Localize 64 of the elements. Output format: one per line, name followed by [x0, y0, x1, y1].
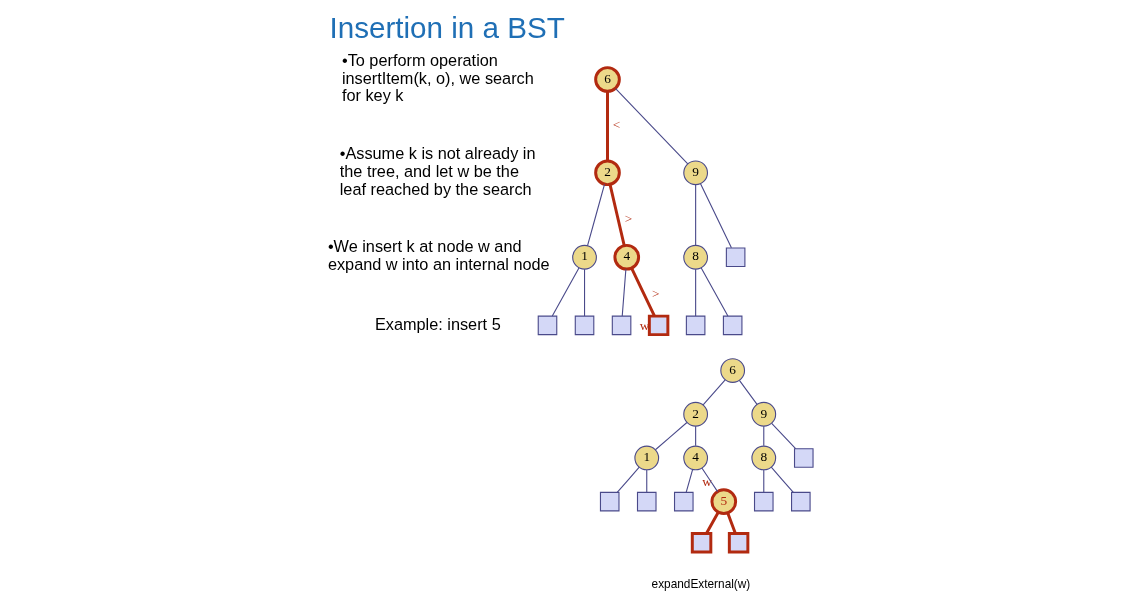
node-box — [753, 491, 774, 512]
node-circle: 1 — [572, 244, 597, 270]
label: Example: insert 5 — [374, 314, 501, 333]
label: •Assume k is not already in the tree, and let w be the leaf reached by the search — [339, 144, 536, 198]
connector — [551, 267, 580, 317]
node-box — [673, 491, 694, 512]
node-box — [685, 315, 706, 336]
connector — [726, 512, 737, 534]
connector — [621, 268, 627, 317]
node-circle: 8 — [683, 244, 709, 270]
connector — [701, 467, 719, 493]
connector — [763, 469, 765, 493]
connector — [685, 469, 694, 493]
label: •To perform operation insertItem(k, o), we search for key k — [341, 50, 534, 105]
node-box — [791, 491, 811, 512]
node-box — [647, 314, 670, 337]
node-box — [636, 491, 657, 512]
node-box — [690, 532, 713, 554]
node-box — [722, 315, 743, 336]
node-circle: 4 — [683, 445, 709, 471]
node-circle: 9 — [751, 401, 777, 427]
node-box — [793, 448, 814, 468]
connector — [616, 466, 640, 493]
node-circle: 2 — [594, 159, 621, 187]
connector — [695, 184, 697, 246]
connector — [608, 184, 626, 246]
node-circle: 9 — [683, 160, 709, 186]
node-circle: 1 — [634, 445, 660, 471]
label: expandExternal(w) — [651, 577, 751, 592]
diagram-title: Insertion in a BST — [329, 10, 565, 44]
edge-label: > — [652, 286, 660, 302]
node-box — [725, 247, 746, 268]
connector — [587, 183, 606, 247]
connector — [771, 422, 797, 450]
node-box — [574, 315, 595, 336]
node-circle: 4 — [613, 243, 641, 271]
connector — [695, 425, 697, 447]
connector — [705, 511, 720, 535]
node-circle: 8 — [751, 445, 777, 471]
node-box — [727, 532, 750, 554]
label: •We insert k at node w and expand w into an internal node — [327, 237, 550, 274]
connector — [700, 267, 729, 317]
connector — [763, 425, 765, 447]
connector — [615, 88, 689, 165]
connector — [646, 469, 648, 493]
connector — [695, 268, 697, 317]
connector — [654, 422, 688, 451]
node-label: w — [702, 473, 712, 489]
node-circle: 5 — [710, 488, 738, 515]
node-box — [537, 315, 558, 336]
connector — [584, 268, 586, 317]
edge-label: > — [624, 210, 633, 226]
node-circle: 6 — [594, 66, 621, 93]
connector — [702, 379, 726, 406]
connector — [606, 91, 609, 161]
node-box — [599, 491, 620, 512]
connector — [738, 379, 758, 405]
connector — [630, 267, 656, 317]
node-circle: 6 — [720, 358, 746, 383]
connector — [770, 466, 794, 493]
connector — [700, 183, 732, 249]
edge-label: < — [612, 117, 621, 133]
node-circle: 2 — [683, 401, 709, 427]
node-box — [611, 315, 632, 336]
